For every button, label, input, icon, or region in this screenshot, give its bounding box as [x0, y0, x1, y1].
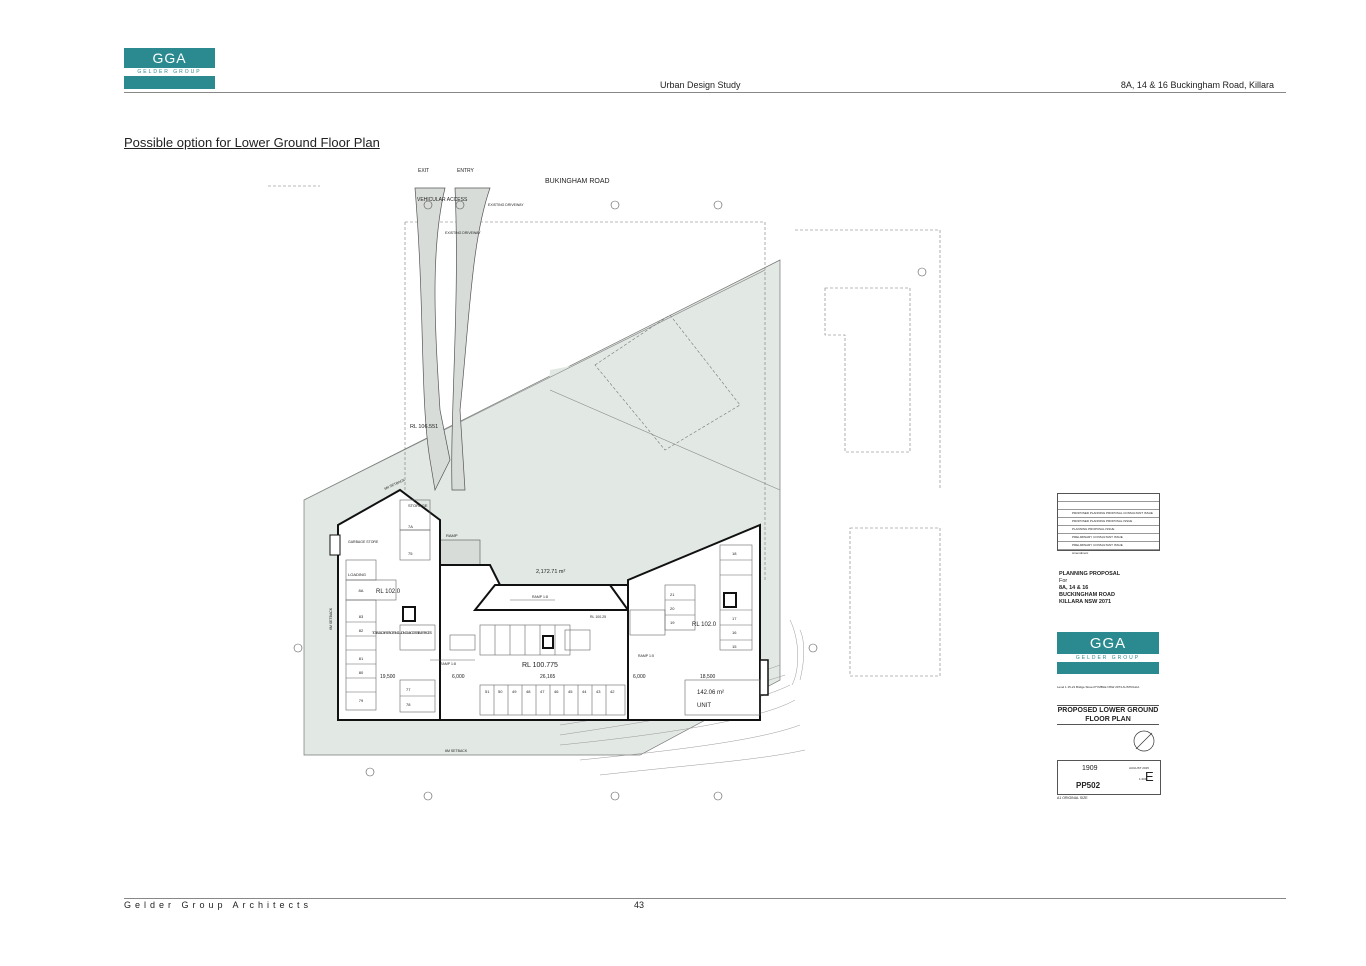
label-exit: EXIT	[418, 168, 429, 174]
label-rl-102-left: RL 102.0	[376, 589, 401, 595]
label-loading: LOADING	[348, 572, 366, 577]
page-number: 43	[634, 900, 645, 910]
bay-48: 48	[526, 689, 531, 694]
label-ramp-bottom: RAMP 1:8	[440, 662, 456, 666]
title-block-logo-mark: GGA	[1089, 635, 1127, 652]
label-rl-10025: RL 100.25	[590, 615, 606, 619]
footer-rule	[124, 898, 1286, 899]
bay-81: 81	[359, 656, 364, 661]
bay-80: 80	[359, 670, 364, 675]
label-rl-106: RL 106.551	[410, 424, 438, 430]
revision-row: PRELIMINARY CONSULTANT ISSUE	[1058, 542, 1159, 550]
bay-50: 50	[498, 689, 503, 694]
label-road: BUKINGHAM ROAD	[545, 178, 610, 185]
label-rl-100775: RL 100.775	[522, 662, 558, 669]
bay-83: 83	[359, 614, 364, 619]
revision-row: Amendment	[1072, 551, 1089, 555]
bay-43: 43	[596, 689, 601, 694]
drawing-info-box	[1057, 760, 1161, 795]
revision-row: PRELIMINARY CONSULTANT ISSUE	[1058, 534, 1159, 542]
project-info: PLANNING PROPOSAL For 8A, 14 & 16 BUCKIN…	[1059, 571, 1120, 606]
revision-row: PROPOSED PLANNING PROPOSAL ISSUE	[1058, 518, 1159, 526]
label-ramp: RAMP	[446, 533, 458, 538]
bay-47: 47	[540, 689, 545, 694]
project-type: PLANNING PROPOSAL	[1059, 571, 1121, 577]
bay-7a: 7A	[408, 524, 413, 529]
label-existing-driveway-2: EXISTING DRIVEWAY	[445, 231, 481, 235]
label-garbage-store: GARBAGE STORE	[348, 540, 379, 544]
bay-46: 46	[554, 689, 559, 694]
label-dim-19500: 19,500	[380, 674, 396, 680]
floor-plan-drawing: EXIT ENTRY BUKINGHAM ROAD VEHICULAR ACCE…	[268, 168, 941, 801]
label-rl-102-right: RL 102.0	[692, 622, 717, 628]
label-setback-bottom: 6M SETBACK	[445, 749, 468, 753]
label-unit-area: 142.06 m²	[697, 690, 724, 696]
bay-42: 42	[610, 689, 615, 694]
logo-subtitle: GELDER GROUP ARCHITECTS	[137, 69, 202, 83]
bay-75: 75	[408, 551, 413, 556]
bay-77: 77	[406, 687, 411, 692]
label-total-cars: TOTAL 54 CAR SPACES INCLUDING 14 ACCESSI…	[372, 631, 433, 635]
office-address: Level 1 15-21 Bridge Street PYMBLE NSW 2…	[1057, 685, 1140, 689]
label-dim-26165: 26,165	[540, 674, 556, 680]
bay-21: 21	[670, 592, 675, 597]
revision-table: PROPOSED PLANNING PROPOSAL CONSULTANT IS…	[1057, 493, 1160, 555]
label-vehicular-access: VEHICULAR ACCESS	[417, 197, 468, 203]
drawing-scale: 1:200	[1139, 777, 1147, 781]
bay-44: 44	[582, 689, 587, 694]
title-block-logo: GGA GELDER GROUP ARCHITECTS	[1057, 632, 1159, 674]
footer-firm: Gelder Group Architects	[124, 900, 313, 910]
bay-19: 19	[670, 620, 675, 625]
bay-16: 16	[732, 630, 737, 635]
bay-15: 15	[732, 644, 737, 649]
revision-row: PROPOSED PLANNING PROPOSAL CONSULTANT IS…	[1058, 510, 1159, 518]
page-title: Possible option for Lower Ground Floor P…	[124, 135, 380, 150]
bay-51: 51	[485, 689, 490, 694]
site-line-1: 8A, 14 & 16	[1059, 585, 1089, 591]
label-ramp-top: RAMP 1:8	[532, 595, 548, 599]
bay-45: 45	[568, 689, 573, 694]
label-dim-6000-a: 6,000	[452, 674, 465, 680]
revision-row: PLANNING PROPOSAL ISSUE	[1058, 526, 1159, 534]
site-line-3: KILLARA NSW 2071	[1059, 599, 1112, 605]
bay-78: 78	[406, 702, 411, 707]
label-unit: UNIT	[697, 703, 711, 709]
label-storage: STORAGE	[408, 503, 428, 508]
north-arrow-icon	[1133, 730, 1155, 752]
logo-mark: GGA	[152, 50, 187, 66]
label-existing-driveway: EXISTING DRIVEWAY	[488, 203, 524, 207]
bay-18: 18	[732, 551, 737, 556]
job-number: 1909	[1082, 765, 1098, 772]
bay-20: 20	[670, 606, 675, 611]
label-dim-6000-b: 6,000	[633, 674, 646, 680]
label-dim-18500: 18,500	[700, 674, 716, 680]
title-block: PROPOSED PLANNING PROPOSAL CONSULTANT IS…	[1057, 493, 1161, 800]
bay-82: 82	[359, 628, 364, 633]
bay-79: 79	[359, 698, 364, 703]
site-line-2: BUCKINGHAM ROAD	[1059, 592, 1115, 598]
project-for: For	[1059, 578, 1068, 584]
revision-letter: E	[1145, 769, 1154, 784]
drawing-title: PROPOSED LOWER GROUND FLOOR PLAN	[1057, 705, 1159, 725]
site-address: 8A, 14 & 16 Buckingham Road, Killara	[1120, 80, 1274, 90]
document-title: Urban Design Study	[660, 80, 741, 90]
original-size: A1 ORIGINAL SIZE	[1057, 796, 1088, 800]
label-ramp-15: RAMP 1:5	[638, 654, 654, 658]
title-block-logo-subtitle: GELDER GROUP ARCHITECTS	[1057, 654, 1159, 669]
header-rule	[124, 92, 1286, 93]
label-area-main: 2,172.71 m²	[536, 569, 566, 575]
label-setback-left: 6M SETBACK	[329, 607, 333, 630]
drawing-number: PP502	[1076, 781, 1101, 790]
label-entry: ENTRY	[457, 168, 475, 174]
bay-17: 17	[732, 616, 737, 621]
drawing-date: AUGUST 2015	[1129, 766, 1149, 770]
bay-49: 49	[512, 689, 517, 694]
bay-8a: 8A	[359, 588, 364, 593]
header-logo: GGA GELDER GROUP ARCHITECTS	[124, 48, 215, 89]
